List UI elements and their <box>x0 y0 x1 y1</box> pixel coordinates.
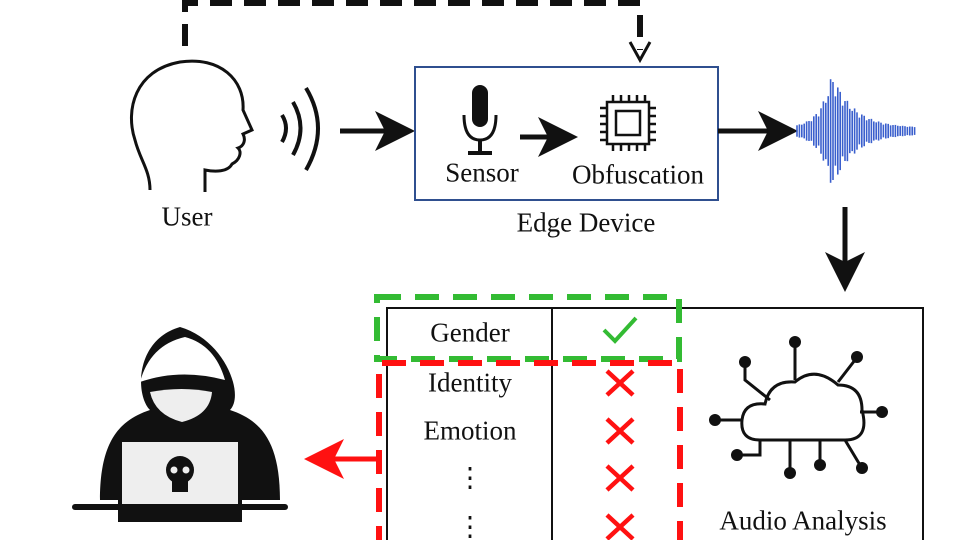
cloud-network-icon <box>709 336 888 479</box>
obfuscation-label: Obfuscation <box>572 159 704 190</box>
sensor-label: Sensor <box>445 157 519 188</box>
allowed-region-box <box>374 294 682 362</box>
check-icon <box>602 316 638 344</box>
table-row-attribute: ⋮ <box>456 511 484 542</box>
audio-analysis-label: Audio Analysis <box>719 505 887 536</box>
hacker-laptop-icon <box>72 327 288 522</box>
cross-icon <box>605 369 635 397</box>
audio-waveform-icon <box>796 79 916 183</box>
table-row-attribute: Identity <box>428 367 512 398</box>
user-label: User <box>161 201 213 232</box>
table-row-attribute: Emotion <box>423 415 517 446</box>
blocked-region-box <box>376 360 683 540</box>
cross-icon <box>605 464 635 492</box>
table-row-attribute: ⋮ <box>456 462 484 493</box>
attribute-table <box>386 307 924 540</box>
edge-device-label: Edge Device <box>516 207 656 238</box>
sound-waves-icon <box>280 86 320 171</box>
table-row-attribute: Gender <box>430 317 510 348</box>
human-head-icon <box>130 59 254 192</box>
chip-icon <box>600 95 656 151</box>
feedback-dashed-arrow <box>182 0 652 64</box>
cross-icon <box>605 513 635 540</box>
microphone-icon <box>462 85 498 155</box>
cross-icon <box>605 417 635 445</box>
